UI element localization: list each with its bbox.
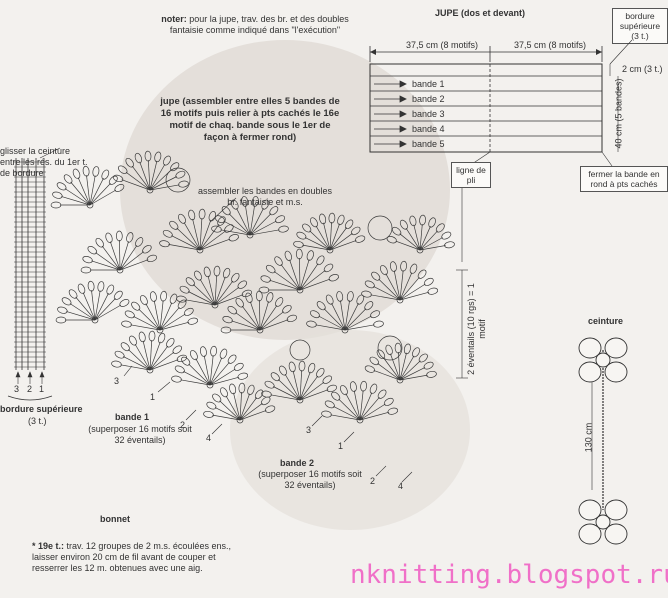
crochet-fan bbox=[258, 248, 339, 294]
chain-loop bbox=[377, 335, 403, 361]
crochet-fan bbox=[211, 196, 289, 239]
band-label: bande 3 bbox=[412, 109, 445, 119]
band2-title: bande 2 bbox=[280, 458, 315, 468]
crochet-fan bbox=[261, 360, 338, 404]
crochet-fan bbox=[361, 260, 439, 304]
row-number: 1 bbox=[39, 384, 45, 394]
fold-line-callout: ligne de pli bbox=[451, 162, 491, 188]
crochet-fan bbox=[386, 214, 455, 254]
assemble-bands-note: assembler les bandes en doubles br. fant… bbox=[197, 186, 333, 207]
top-border-stitches bbox=[15, 158, 45, 370]
band2-number: 3 bbox=[306, 425, 312, 435]
belt-length-label: 130 cm bbox=[583, 422, 594, 453]
crochet-fan bbox=[112, 150, 189, 194]
crochet-fan bbox=[293, 212, 366, 254]
note-body: pour la jupe, trav. des br. et des doubl… bbox=[169, 14, 349, 35]
border-height-label: 2 cm (3 t.) bbox=[622, 64, 663, 74]
band1-sub: (superposer 16 motifs soit 32 éventails) bbox=[88, 424, 192, 445]
close-round-callout: fermer la bande en rond à pts cachés bbox=[580, 166, 668, 192]
slip-belt-note: glisser la ceinture entre les rés. du 1e… bbox=[0, 146, 88, 178]
vertical-dimension-label: 2 éventails (10 rgs) = 1 motif bbox=[466, 283, 487, 375]
crochet-fan bbox=[121, 290, 199, 334]
arrow-head bbox=[596, 49, 602, 55]
assembly-title: jupe (assembler entre elles 5 bandes de … bbox=[160, 96, 340, 143]
crochet-fan bbox=[55, 280, 130, 324]
band1-number: 3 bbox=[114, 376, 120, 386]
crochet-fan bbox=[176, 265, 253, 309]
band-label: bande 4 bbox=[412, 124, 445, 134]
crochet-fan bbox=[364, 342, 437, 384]
chain-loop bbox=[289, 339, 311, 361]
crochet-fan bbox=[80, 230, 158, 274]
belt-title: ceinture bbox=[588, 316, 624, 326]
border-title: bordure supérieure bbox=[0, 404, 83, 414]
band2-sub: (superposer 16 motifs soit 32 éventails) bbox=[258, 469, 362, 490]
crochet-fan bbox=[111, 330, 188, 374]
crochet-fan bbox=[159, 208, 239, 254]
band2-number: 1 bbox=[338, 441, 344, 451]
bonnet-text: trav. 12 groupes de 2 m.s. écoulées ens.… bbox=[32, 541, 231, 573]
skirt-rectangle bbox=[369, 63, 603, 153]
border-sub: (3 t.) bbox=[28, 416, 47, 426]
band1-number: 1 bbox=[150, 392, 156, 402]
belt-flower-bottom bbox=[578, 499, 628, 545]
row-number: 2 bbox=[27, 384, 33, 394]
band-arrows bbox=[374, 80, 407, 148]
belt-flower-top bbox=[578, 337, 628, 383]
border-ticks bbox=[14, 161, 46, 368]
band-label: bande 5 bbox=[412, 139, 445, 149]
note-label: noter: bbox=[161, 14, 187, 24]
band1-number: 4 bbox=[206, 433, 212, 443]
crochet-fan bbox=[220, 290, 298, 334]
chain-loop bbox=[165, 167, 191, 193]
note-text: noter: pour la jupe, trav. des br. et de… bbox=[150, 14, 360, 36]
band2-number: 4 bbox=[398, 481, 404, 491]
dim-right-label: 37,5 cm (8 motifs) bbox=[513, 40, 587, 50]
crochet-fan bbox=[306, 291, 384, 334]
crochet-fan bbox=[203, 382, 276, 424]
band-label: bande 2 bbox=[412, 94, 445, 104]
crochet-fan bbox=[321, 380, 399, 424]
row-number: 3 bbox=[14, 384, 20, 394]
chain-loop bbox=[367, 215, 393, 241]
side-height-label: 40 cm (5 bandes) bbox=[613, 78, 624, 149]
band2-number: 2 bbox=[370, 476, 376, 486]
crochet-fan bbox=[50, 165, 125, 209]
jupe-title: JUPE (dos et devant) bbox=[434, 8, 526, 18]
border-top-callout: bordure supérieure (3 t.) bbox=[612, 8, 668, 44]
band1-title: bande 1 bbox=[115, 412, 150, 422]
band1-number: 2 bbox=[180, 420, 186, 430]
crochet-fans bbox=[50, 150, 455, 424]
bonnet-instructions: * 19e t.: trav. 12 groupes de 2 m.s. éco… bbox=[32, 541, 231, 573]
background-shadow bbox=[230, 330, 470, 530]
crochet-fan bbox=[171, 345, 249, 389]
dim-left-label: 37,5 cm (8 motifs) bbox=[405, 40, 479, 50]
band-label: bande 1 bbox=[412, 79, 445, 89]
watermark: nknitting.blogspot.ru bbox=[350, 560, 668, 590]
bonnet-title: bonnet bbox=[100, 514, 130, 524]
bonnet-row-label: 19e t.: bbox=[38, 541, 65, 551]
arrow-head bbox=[370, 49, 376, 55]
